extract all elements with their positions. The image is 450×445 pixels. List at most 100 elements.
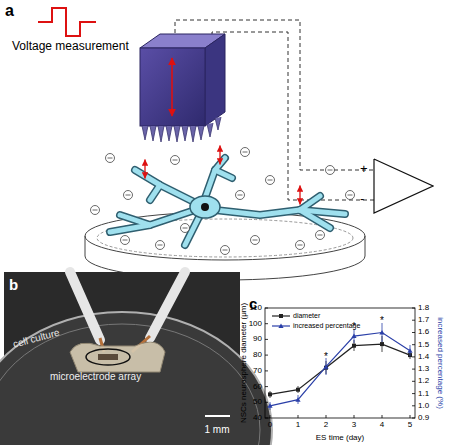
- ion-symbol: [266, 176, 275, 185]
- ion-symbol: [181, 224, 190, 233]
- axis-title: NSCs neurosphere diameter (μm): [240, 303, 248, 423]
- ion-symbol: [108, 158, 113, 159]
- input-sign: -: [360, 192, 364, 205]
- tick-label: 1.0: [418, 402, 429, 410]
- neuron-cell: [205, 158, 225, 198]
- neuron-cell: [219, 146, 220, 164]
- ion-symbol: [106, 154, 115, 163]
- ion-symbol: [268, 180, 273, 181]
- neuron-cell: [144, 160, 145, 178]
- diameter-series: [380, 342, 384, 346]
- tick-label: 90: [253, 335, 262, 343]
- panel-letter: a: [5, 3, 14, 19]
- device-photo: [86, 349, 130, 365]
- ion-symbol: [243, 152, 248, 153]
- device-photo: [0, 272, 272, 445]
- neuron-cell: [110, 210, 195, 232]
- neuron-cell: [299, 186, 300, 204]
- chart-frame: [265, 308, 415, 418]
- legend-entry: diameter: [272, 312, 320, 320]
- ion-symbol: [296, 241, 305, 250]
- chart-frame: [265, 308, 268, 418]
- percentage-series: [270, 333, 410, 406]
- tick-label: 0.9: [418, 414, 429, 422]
- percentage-series: [267, 403, 272, 408]
- chart-frame: [265, 308, 415, 418]
- tick-label: 0: [268, 421, 272, 429]
- neuron-cell: [215, 210, 345, 215]
- neuron-cell: [110, 158, 345, 245]
- tick-label: 80: [253, 351, 262, 359]
- ion-symbol: [121, 236, 130, 245]
- neuron-cell: [300, 196, 320, 210]
- tick-label: 4: [380, 421, 384, 429]
- input-sign: +: [360, 162, 368, 175]
- ion-symbol: [241, 148, 250, 157]
- device-photo: [150, 272, 185, 338]
- tick-label: 110: [249, 304, 262, 312]
- ion-symbol: [183, 228, 188, 229]
- diameter-series: [268, 392, 272, 396]
- ion-symbol: [326, 166, 335, 175]
- ion-symbol: [316, 231, 325, 240]
- neuron-cell: [120, 215, 150, 225]
- tick-label: 1.5: [418, 341, 429, 349]
- ion-symbol: [171, 156, 180, 165]
- device-photo: [70, 342, 165, 372]
- ion-symbol: [236, 191, 245, 200]
- panel-letter: b: [9, 277, 18, 292]
- neuron-cell: [300, 196, 320, 210]
- percentage-series: [323, 364, 328, 369]
- axis-title: ES time (day): [316, 434, 364, 442]
- ion-symbol: [93, 210, 98, 211]
- tick-label: 1: [296, 421, 300, 429]
- ion-symbol: [318, 235, 323, 236]
- electrode-block: [171, 58, 173, 116]
- ion-symbol: [348, 195, 353, 196]
- dashed-wire: [212, 32, 374, 200]
- electrode-block: [142, 117, 221, 142]
- electrode-block: [140, 48, 205, 126]
- axis-title: increased percentage (%): [436, 317, 444, 409]
- chart-frame: [412, 308, 415, 418]
- ion-symbol: [251, 236, 260, 245]
- neuron-cell: [110, 210, 195, 232]
- tick-label: 5: [408, 421, 412, 429]
- ion-symbol: [156, 241, 165, 250]
- percentage-series: [295, 397, 300, 402]
- ion-symbol: [181, 224, 190, 233]
- neuron-cell: [205, 158, 225, 198]
- diameter-series: [352, 344, 356, 348]
- electrode-block: [140, 34, 225, 142]
- ion-symbol: [298, 245, 303, 246]
- tick-label: 70: [253, 367, 262, 375]
- tick-label: 2: [324, 421, 328, 429]
- voltage-pulse: [38, 8, 96, 36]
- ion-symbol: [124, 191, 133, 200]
- percentage-series: [407, 348, 412, 353]
- ion-symbol: [253, 240, 258, 241]
- amplifier-outline: [374, 159, 433, 213]
- neuron-cell: [190, 196, 220, 218]
- ion-symbol: [221, 246, 230, 255]
- tick-label: 1.2: [418, 377, 429, 385]
- ion-symbol: [221, 246, 230, 255]
- percentage-series: [351, 334, 356, 339]
- legend-sample: [272, 312, 290, 320]
- ion-symbol: [91, 206, 100, 215]
- tick-label: 1.7: [418, 316, 429, 324]
- neuron-cell: [215, 170, 232, 178]
- neuron-cell: [215, 170, 232, 178]
- chart-frame: [270, 415, 410, 418]
- ion-symbol: [91, 148, 355, 255]
- ion-symbol: [346, 191, 355, 200]
- percentage-series: [379, 330, 384, 335]
- ion-symbol: [158, 245, 163, 246]
- ion-symbol: [173, 160, 178, 161]
- device-photo: [0, 324, 260, 445]
- ion-symbol: [316, 231, 325, 240]
- ion-symbol: [251, 236, 260, 245]
- electrode-block: [205, 34, 225, 126]
- device-photo: [98, 354, 118, 360]
- neuron-cell: [110, 158, 345, 245]
